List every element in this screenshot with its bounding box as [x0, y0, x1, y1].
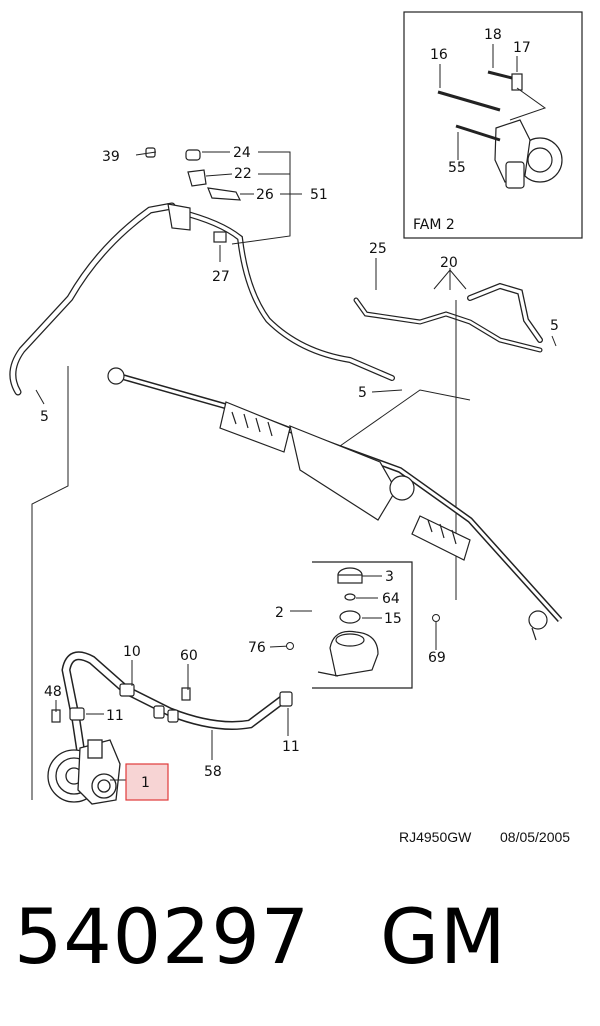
- callout-3: 3: [385, 569, 394, 585]
- leader-lines-lower: [55, 660, 289, 781]
- leader-left-long: [31, 366, 69, 800]
- callout-16: 16: [430, 47, 448, 63]
- leader-lines-upper: [35, 151, 403, 405]
- callout-18: 18: [484, 27, 502, 43]
- inset-pump-drawing: [437, 70, 563, 189]
- diagram-date: 08/05/2005: [500, 829, 570, 845]
- power-steering-pump: [47, 739, 121, 805]
- suction-hose: [61, 651, 287, 791]
- callout-76: 76: [248, 640, 266, 656]
- callout-48: 48: [44, 684, 62, 700]
- callout-1: 1: [141, 775, 150, 791]
- pressure-hose: [9, 202, 395, 396]
- reservoir-inset: [269, 561, 440, 689]
- part-number: 540297: [14, 892, 311, 981]
- highlight-part-1[interactable]: 1: [125, 763, 169, 801]
- parts-diagram: 16 18 17 55 FAM 2 39 24 22 26 51 27 5 5: [9, 11, 583, 845]
- callout-51: 51: [310, 187, 328, 203]
- diagram-code: RJ4950GW: [399, 829, 472, 845]
- inset-caption: FAM 2: [413, 217, 455, 233]
- callout-20: 20: [440, 255, 458, 271]
- callout-60: 60: [180, 648, 198, 664]
- callout-5-right: 5: [550, 318, 559, 334]
- callout-58: 58: [204, 764, 222, 780]
- callout-5-left: 5: [40, 409, 49, 425]
- steering-rack: [107, 367, 563, 641]
- brand-name: GM: [380, 892, 507, 981]
- callout-26: 26: [256, 187, 274, 203]
- callout-39: 39: [102, 149, 120, 165]
- callout-69: 69: [428, 650, 446, 666]
- hose-clamps: [51, 683, 293, 723]
- callout-11-left: 11: [106, 708, 124, 724]
- highlight-box[interactable]: [125, 763, 169, 801]
- callout-11-right: 11: [282, 739, 300, 755]
- footer-caption: 540297 GM: [14, 892, 507, 1002]
- callout-2: 2: [275, 605, 284, 621]
- callout-15: 15: [384, 611, 402, 627]
- inset-fam2: 16 18 17 55 FAM 2: [403, 11, 583, 239]
- return-line: [353, 282, 543, 353]
- callout-64: 64: [382, 591, 400, 607]
- callout-55: 55: [448, 160, 466, 176]
- callout-10: 10: [123, 644, 141, 660]
- callout-22: 22: [234, 166, 252, 182]
- callout-24: 24: [233, 145, 251, 161]
- callout-27: 27: [212, 269, 230, 285]
- callout-17: 17: [513, 40, 531, 56]
- callout-5-mid: 5: [358, 385, 367, 401]
- callout-25: 25: [369, 241, 387, 257]
